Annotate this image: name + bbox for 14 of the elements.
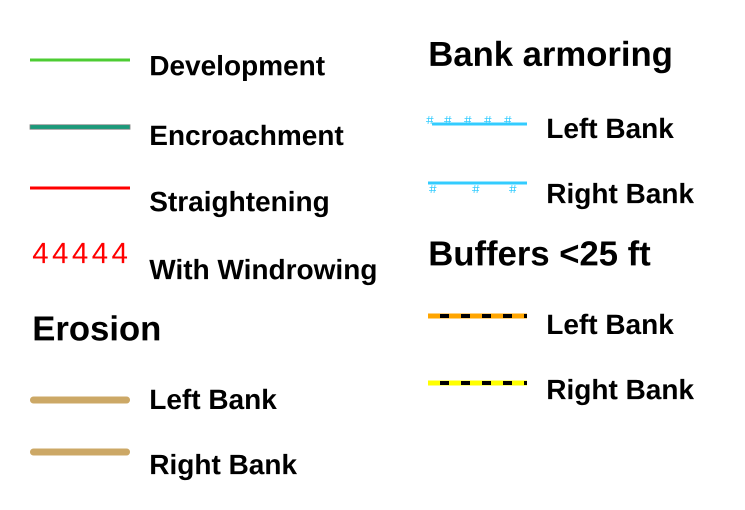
legend-label: Left Bank (151, 388, 277, 410)
legend-label: With Windrowing (149, 258, 376, 286)
section-heading: Bank armoring (430, 40, 671, 74)
legend-label: Right Bank (151, 454, 298, 480)
legend-label: Encroachment (151, 124, 344, 146)
legend-label: Left Bank (548, 314, 674, 334)
legend-label: Left Bank (548, 118, 674, 138)
legend-label: Straightening (150, 190, 328, 218)
legend-label: Development (151, 54, 325, 82)
symbol-sample: 44444 (32, 242, 128, 264)
legend-label: Right Bank (548, 182, 694, 210)
section-heading: Erosion (34, 315, 160, 341)
legend-label: Right Bank (548, 378, 694, 406)
section-heading: Buffers <25 ft (430, 240, 650, 266)
